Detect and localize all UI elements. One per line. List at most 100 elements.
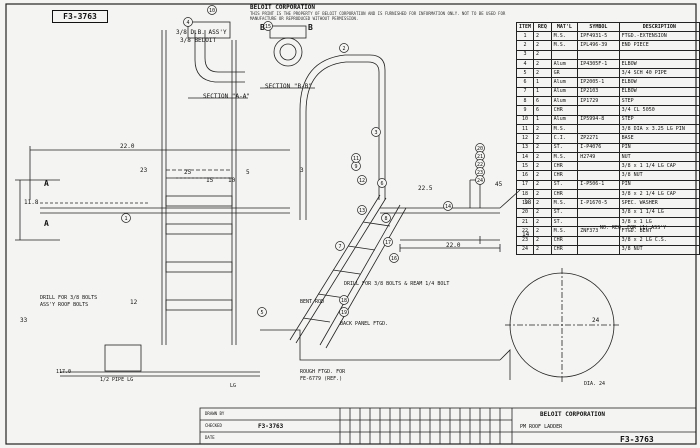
bom-cell-symbol — [577, 68, 620, 79]
bom-cell-matl: ST. — [550, 179, 579, 191]
bom-cell-req: 2 — [533, 198, 552, 209]
section-b-label: SECTION "B-B" — [265, 83, 312, 90]
bom-cell-description: 3/8 DIA x 3.25 LG PIN — [618, 123, 700, 135]
title-block-frame — [199, 407, 697, 445]
bom-cell-req: 2 — [533, 133, 552, 144]
bom-cell-req: 2 — [533, 58, 552, 70]
callout-number: 6 — [380, 181, 383, 187]
callout-balloon — [121, 213, 131, 223]
note-drill-bolts: DRILL FOR 3/8 BOLTS — [40, 295, 98, 301]
bom-cell-description: 3/8 NUT — [618, 170, 700, 181]
callout-number: 5 — [260, 310, 263, 316]
bom-cell-item: 23 — [515, 235, 535, 246]
callout-number: 15 — [265, 24, 271, 30]
dim-5: 5 — [246, 169, 250, 176]
note-beloit: 3/8 BELOIT — [180, 37, 217, 44]
bom-cell-symbol — [577, 207, 620, 218]
bom-cell-item: 18 — [515, 189, 535, 200]
callout-number: 18 — [341, 298, 347, 304]
dim-33: 33 — [20, 317, 28, 324]
callout-balloon — [351, 153, 361, 163]
bom-cell-symbol — [577, 161, 620, 172]
bom-cell-symbol: IP2103 — [577, 86, 620, 98]
bom-cell-matl: M.S. — [550, 151, 579, 163]
bom-cell-description: 3/8 x 2 LG C.S. — [618, 235, 700, 246]
dim-10: 10 — [228, 177, 236, 184]
note-dia: DIA. 24 — [584, 381, 606, 387]
section-mark-a2: A — [44, 219, 49, 228]
bom-cell-req: 2 — [533, 235, 552, 246]
section-a-profile — [194, 30, 245, 83]
bom-cell-item: 13 — [515, 142, 535, 153]
bom-cell-req: 2 — [533, 30, 552, 42]
bom-cell-req: 2 — [533, 123, 552, 135]
dim-25: 25 — [184, 169, 192, 176]
bom-cell-matl: CHR — [550, 161, 579, 172]
bom-cell-symbol: IPF4931-5 — [577, 30, 620, 42]
callout-number: 19 — [341, 310, 347, 316]
bom-cell-description: 3/4 CL 5050 — [618, 105, 700, 116]
bom-cell-matl: ST. — [550, 207, 579, 218]
titleblock-company: BELOIT CORPORATION — [540, 411, 606, 418]
callout-number: 23 — [477, 170, 483, 176]
bom-cell-matl: CHR — [550, 170, 579, 181]
bom-cell-symbol: I-P4076 — [577, 142, 620, 153]
ladder-rung — [165, 195, 233, 207]
callout-balloon — [339, 43, 349, 53]
callout-balloon — [339, 295, 349, 305]
bom-cell-req: 6 — [533, 96, 552, 107]
bom-cell-req: 1 — [533, 77, 552, 88]
bom-cell-description: 3/8 NUT — [618, 244, 700, 256]
callout-number: 22 — [477, 162, 483, 168]
callout-balloon — [257, 307, 267, 317]
bom-cell-description: PIN — [618, 179, 700, 191]
dim-45: 45 — [495, 181, 503, 188]
callout-balloon — [357, 205, 367, 215]
roof-edge — [260, 329, 500, 361]
bom-cell-item: 9 — [515, 105, 535, 116]
bom-cell-item: 20 — [515, 207, 535, 218]
bom-cell-description: STEP — [618, 96, 700, 107]
callout-balloon — [381, 213, 391, 223]
bom-cell-item: 11 — [515, 123, 535, 135]
bom-cell-matl: C.I. — [550, 133, 579, 144]
bom-cell-matl: CHR — [550, 105, 579, 116]
bom-cell-item: 12 — [515, 133, 535, 144]
bom-cell-item: 4 — [515, 58, 535, 70]
bom-cell-req: 6 — [533, 105, 552, 116]
bom-cell-item: 19 — [515, 198, 535, 209]
titleblock-checked: CHECKED — [205, 423, 222, 428]
bom-cell-description: 3/8 x 1 1/4 LG CAP — [618, 161, 700, 172]
callout-number: 7 — [338, 244, 341, 250]
bom-cell-matl: ST. — [550, 216, 579, 228]
section-mark-b1: B — [260, 23, 265, 32]
bom-cell-matl: CHR — [550, 244, 579, 256]
bom-cell-description: ELBOW — [618, 86, 700, 98]
bom-cell-item: 2 — [515, 40, 535, 51]
bom-cell-matl: Alum — [550, 77, 579, 88]
dim-22-left: 22.0 — [120, 143, 135, 150]
bom-cell-req: 2 — [533, 179, 552, 191]
bom-cell-description: 3/4 SCH 40 PIPE — [618, 68, 700, 79]
bom-cell-description: STEP — [618, 114, 700, 125]
bom-cell-symbol: IPL496-39 — [577, 40, 620, 51]
bom-cell-description: FTGD.-EXTENSION — [618, 30, 700, 42]
bom-cell-req: 2 — [533, 207, 552, 218]
section-a-label: SECTION "A-A" — [203, 93, 250, 100]
bom-cell-req: 2 — [533, 244, 552, 256]
bom-cell-item: 21 — [515, 216, 535, 228]
bom-cell-item: 16 — [515, 170, 535, 181]
callout-balloon — [335, 241, 345, 251]
callout-balloon — [389, 253, 399, 263]
